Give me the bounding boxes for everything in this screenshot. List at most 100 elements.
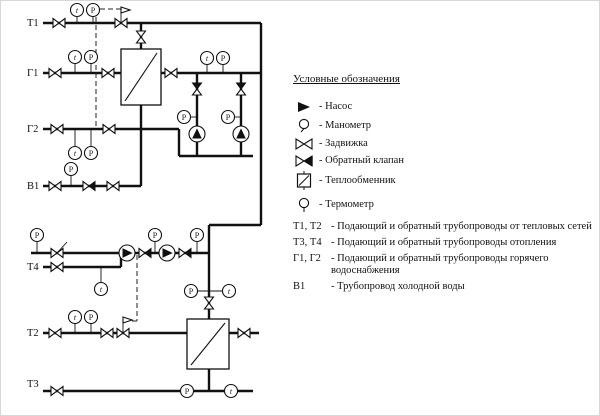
gauge-letter: t <box>74 53 77 62</box>
thermometer-icon <box>293 197 315 213</box>
thermometer-gauge: t <box>69 2 85 23</box>
gauge-letter: P <box>89 53 94 62</box>
manometer-gauge: P <box>83 129 99 161</box>
check-valve <box>138 247 152 259</box>
manometer-icon <box>293 118 315 134</box>
gauge-letter: t <box>76 6 79 15</box>
gauge-letter: P <box>226 113 231 122</box>
gauge-letter: P <box>189 287 194 296</box>
manometer-gauge: P <box>179 383 195 399</box>
check-valve <box>178 247 192 259</box>
heat-exchanger-icon <box>293 171 315 191</box>
gate-valve <box>102 123 116 135</box>
pipeline-label: - Подающий и обратный трубопроводы отопл… <box>331 236 557 248</box>
pipeline-code: Т1, Т2 <box>293 221 322 233</box>
legend-pipelines: Т1, Т2 - Подающий и обратный трубопровод… <box>293 221 595 293</box>
gauge-letter: t <box>74 313 77 322</box>
gate-valve <box>237 327 251 339</box>
gauge-letter: t <box>206 54 209 63</box>
gate-valve <box>100 327 114 339</box>
legend-item-pump: - Насос <box>293 100 595 114</box>
gate-valve <box>101 67 115 79</box>
manometer-gauge: P <box>63 161 79 186</box>
pipeline-code: В1 <box>293 280 306 292</box>
pump <box>118 244 136 262</box>
control-valve <box>116 316 134 339</box>
manometer-gauge: P <box>189 227 205 253</box>
gate-valve <box>203 296 215 310</box>
pipe-label-v1: В1 <box>27 181 39 192</box>
gate-valve <box>135 30 147 44</box>
pipeline-label: - Подающий и обратный трубопроводы от те… <box>331 221 592 233</box>
control-valve <box>114 6 132 29</box>
pump <box>232 125 250 143</box>
pipe-label-t3: Т3 <box>27 379 39 390</box>
pipe-label-g2: Г2 <box>27 124 38 135</box>
legend-title: Условные обозначения <box>293 73 400 85</box>
gate-valve <box>48 327 62 339</box>
gauge-letter: t <box>228 287 231 296</box>
pipeline-label: - Подающий и обратный трубопроводы горяч… <box>331 252 549 277</box>
thermometer-gauge: t <box>223 383 239 399</box>
heat-exchanger-1-diagonal <box>124 52 158 102</box>
gauge-letter: P <box>91 6 96 15</box>
gauge-letter: P <box>89 149 94 158</box>
gauge-letter: P <box>185 387 190 396</box>
legend-label: - Термометр <box>319 199 374 211</box>
gate-valve <box>164 67 178 79</box>
gate-valve <box>50 123 64 135</box>
manometer-gauge: P <box>83 49 99 73</box>
manometer-gauge: P <box>215 50 231 73</box>
check-valve <box>191 82 203 96</box>
heat-exchanger-1 <box>120 48 162 106</box>
manometer-gauge: P <box>29 227 45 253</box>
pipeline-label: - Трубопровод холодной воды <box>331 280 465 292</box>
legend-label: - Задвижка <box>319 138 368 150</box>
gauge-letter: P <box>69 165 74 174</box>
legend-label: - Обратный клапан <box>319 154 404 166</box>
gate-valve <box>48 67 62 79</box>
gauge-letter: P <box>182 113 187 122</box>
pump-icon <box>293 100 315 114</box>
manometer-gauge: P <box>85 2 101 23</box>
impulse-line-upper <box>95 8 121 127</box>
gauge-letter: P <box>89 313 94 322</box>
legend-item-thermometer: - Термометр <box>293 197 595 213</box>
legend-pipeline-g1g2: Г1, Г2 - Подающий и обратный трубопровод… <box>293 253 595 278</box>
gauge-letter: P <box>35 231 40 240</box>
legend-label: - Теплообменник <box>319 175 396 187</box>
thermometer-gauge: t <box>199 50 215 73</box>
gate-valve <box>48 180 62 192</box>
pipe-label-t2: Т2 <box>27 328 39 339</box>
gate-valve <box>106 180 120 192</box>
gauge-letter: P <box>153 231 158 240</box>
legend-item-heat-exchanger: - Теплообменник <box>293 171 595 191</box>
legend-item-check-valve: - Обратный клапан <box>293 155 595 168</box>
gauge-letter: t <box>100 285 103 294</box>
thermometer-gauge: t <box>93 267 109 297</box>
thermometer-gauge: t <box>67 129 83 161</box>
pipe-label-g1: Г1 <box>27 68 38 79</box>
pipe-label-t1: Т1 <box>27 18 39 29</box>
legend-pipeline-t1t2: Т1, Т2 - Подающий и обратный трубопровод… <box>293 221 595 234</box>
pipeline-code: Т3, Т4 <box>293 236 322 248</box>
gauge-letter: t <box>74 149 77 158</box>
legend-item-manometer: - Манометр <box>293 118 595 134</box>
manometer-gauge: P <box>183 283 209 299</box>
manometer-gauge: P <box>220 109 241 125</box>
legend-pipeline-v1: В1 - Трубопровод холодной воды <box>293 281 595 294</box>
check-valve-icon <box>293 155 315 168</box>
pump <box>158 244 176 262</box>
gate-valve <box>50 261 64 273</box>
manometer-gauge: P <box>147 227 163 253</box>
check-valve <box>235 82 247 96</box>
thermometer-gauge: t <box>67 49 83 73</box>
gauge-letter: t <box>230 387 233 396</box>
legend-item-gate-valve: - Задвижка <box>293 138 595 151</box>
pipe-t3 <box>43 369 253 393</box>
pipe-t1 <box>43 21 263 319</box>
thermometer-gauge: t <box>209 283 237 299</box>
gate-valve <box>50 385 64 397</box>
